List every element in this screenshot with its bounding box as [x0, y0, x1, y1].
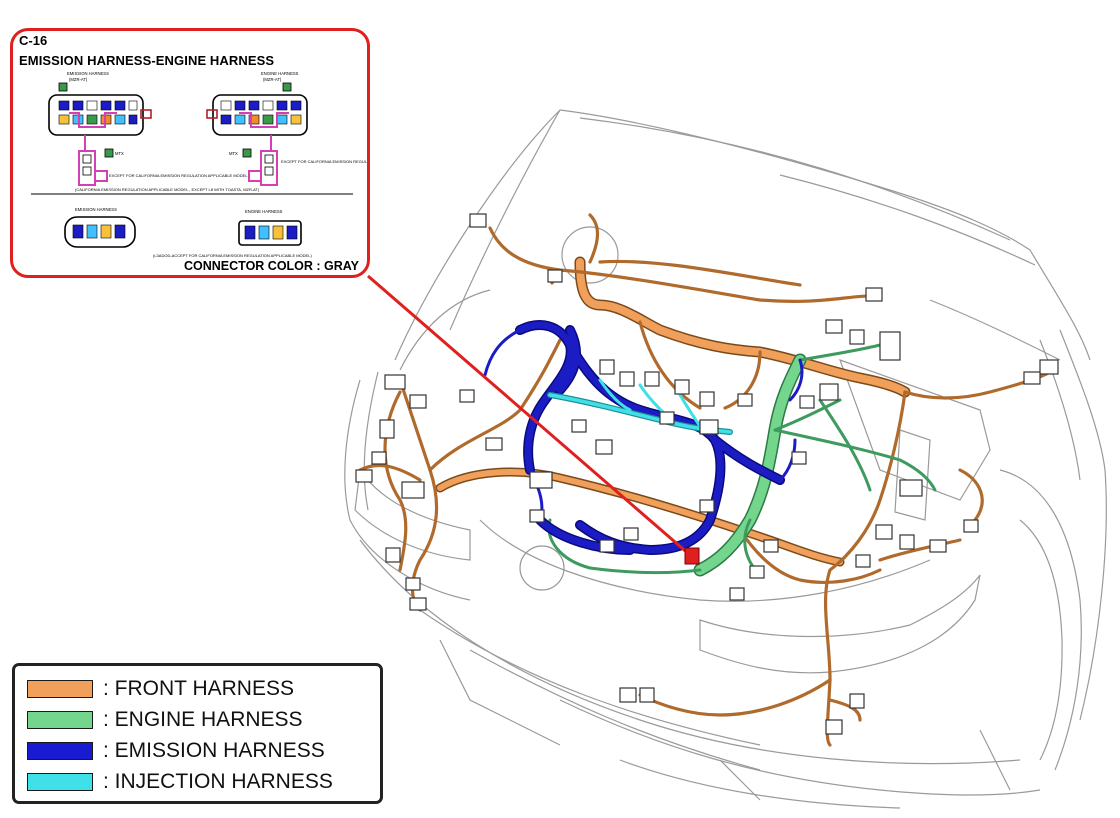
connector-location-marker	[684, 547, 700, 565]
legend-label: : ENGINE HARNESS	[103, 708, 303, 731]
connector-face-bottom-left	[64, 216, 136, 248]
legend-swatch-engine	[27, 711, 93, 729]
connector-color-note: CONNECTOR COLOR : GRAY	[183, 259, 359, 273]
legend-swatch-emission	[27, 742, 93, 760]
legend-label: : FRONT HARNESS	[103, 677, 294, 700]
legend-label: : INJECTION HARNESS	[103, 770, 333, 793]
connector-caption: EXCEPT FOR CALIFORNIA EMISSION REGULATIO…	[281, 159, 367, 164]
connector-caption: MTX	[229, 151, 238, 156]
connector-caption: (CALIFORNIA EMISSION REGULATION APPLICAB…	[75, 187, 260, 192]
connector-caption: EMISSION HARNESS	[67, 71, 109, 76]
legend-swatch-front	[27, 680, 93, 698]
legend-item-injection-harness: : INJECTION HARNESS	[27, 770, 333, 793]
connector-caption: MTX	[115, 151, 124, 156]
connector-title: EMISSION HARNESS-ENGINE HARNESS	[19, 53, 275, 68]
callout-line	[367, 274, 691, 557]
connector-caption: (MZR-AT)	[263, 77, 282, 82]
connector-detail-callout: EMISSION HARNESS (MZR-AT) ENGINE HARNESS…	[10, 28, 370, 278]
connector-code: C-16	[19, 33, 48, 48]
legend-item-engine-harness: : ENGINE HARNESS	[27, 708, 303, 731]
connector-caption: (L3ADOD-ACCEPT FOR CALIFORNIA EMISSION R…	[153, 253, 312, 258]
emission-harness	[483, 320, 804, 555]
connector-caption: (MZR-AT)	[69, 77, 88, 82]
connector-face-right	[206, 82, 308, 186]
connector-caption: ENGINE HARNESS	[261, 71, 299, 76]
connector-caption: EXCEPT FOR CALIFORNIA EMISSION REGULATIO…	[109, 173, 248, 178]
legend-swatch-injection	[27, 773, 93, 791]
connector-face-bottom-right	[238, 220, 302, 246]
connector-pinout-drawing: EMISSION HARNESS (MZR-AT) ENGINE HARNESS…	[31, 71, 367, 258]
legend-item-front-harness: : FRONT HARNESS	[27, 677, 294, 700]
front-harness	[358, 213, 1052, 747]
legend-item-emission-harness: : EMISSION HARNESS	[27, 739, 325, 762]
harness-color-legend: : FRONT HARNESS : ENGINE HARNESS : EMISS…	[12, 663, 383, 804]
connector-face-left	[48, 82, 152, 186]
legend-label: : EMISSION HARNESS	[103, 739, 325, 762]
connector-caption: ENGINE HARNESS	[245, 209, 283, 214]
connector-icons	[355, 213, 1059, 735]
vehicle-outline	[344, 109, 1107, 809]
connector-caption: EMISSION HARNESS	[75, 207, 117, 212]
